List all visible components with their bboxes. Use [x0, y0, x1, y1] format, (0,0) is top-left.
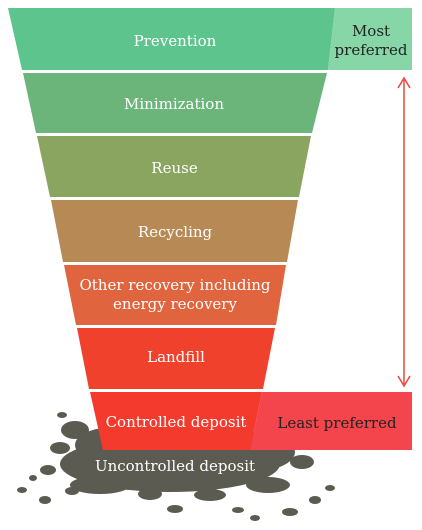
band-reuse: [37, 136, 311, 197]
band-controlled-deposit: [90, 392, 262, 450]
band-other-recovery: [64, 265, 286, 325]
label-controlled-deposit: Controlled deposit: [105, 413, 247, 431]
preference-arrow: [397, 76, 411, 388]
label-landfill: Landfill: [147, 348, 205, 366]
label-prevention: Prevention: [133, 32, 217, 50]
label-recycling: Recycling: [137, 223, 213, 241]
label-reuse: Reuse: [151, 159, 198, 177]
label-other-recovery: Other recovery including energy recovery: [79, 276, 271, 313]
label-uncontrolled-deposit: Uncontrolled deposit: [94, 457, 256, 475]
least-preferred-box: [250, 392, 412, 450]
most-preferred-label: Most preferred: [334, 22, 408, 59]
band-landfill: [77, 328, 275, 389]
band-prevention: [8, 8, 335, 70]
most-preferred-box: [328, 8, 412, 70]
band-minimization: [23, 73, 327, 133]
least-preferred-label: Least preferred: [277, 414, 397, 432]
band-recycling: [51, 200, 298, 262]
label-minimization: Minimization: [124, 95, 224, 113]
